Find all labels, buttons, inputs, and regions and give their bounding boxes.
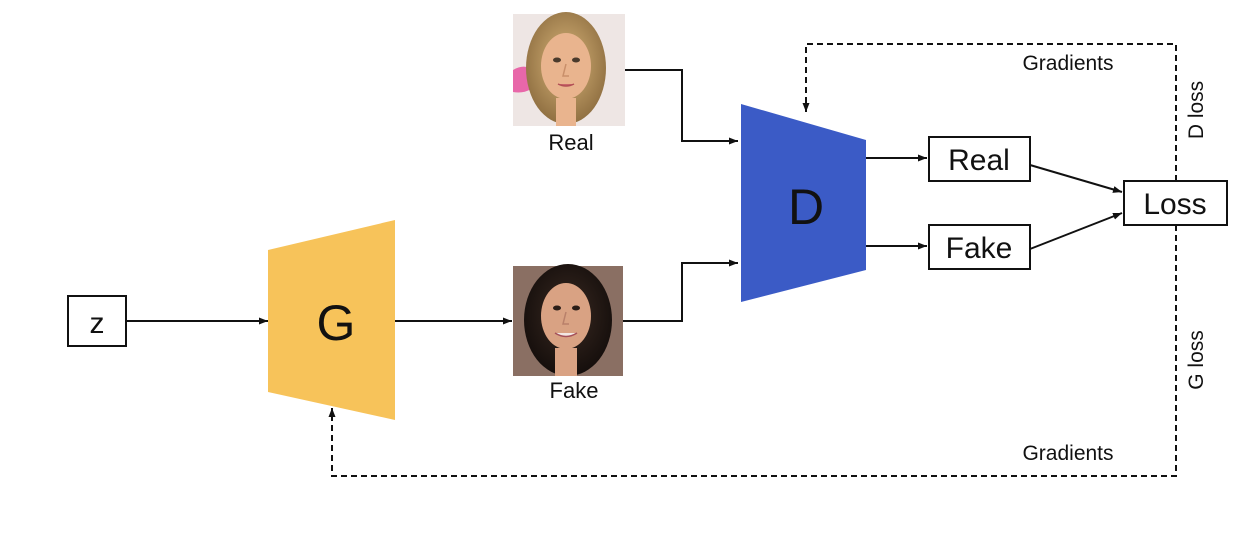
real-output-label: Real	[948, 144, 1010, 177]
fake-output-label: Fake	[946, 232, 1013, 265]
loss-label: Loss	[1143, 188, 1206, 221]
generator-label: G	[317, 295, 356, 351]
d-loss-label: D loss	[1185, 81, 1208, 139]
d-gradient-path	[802, 43, 1177, 181]
loss-box: Loss	[1123, 180, 1228, 226]
fake-image	[513, 264, 623, 376]
real-image-caption: Real	[548, 130, 593, 155]
z-label: z	[90, 307, 105, 340]
g-loss-label: G loss	[1185, 330, 1208, 390]
real-output-box: Real	[928, 136, 1031, 182]
fake-output-box: Fake	[928, 224, 1031, 270]
arrow-real-output-to-loss	[1029, 164, 1123, 193]
generator-block: G	[268, 220, 395, 420]
generator-shape	[268, 220, 395, 420]
real-image	[513, 12, 625, 126]
arrow-real-image-to-discriminator	[625, 69, 738, 145]
arrow-fake-output-to-loss	[1029, 212, 1123, 250]
z-input-box: z	[67, 295, 127, 347]
fake-image-caption: Fake	[550, 378, 599, 403]
g-gradients-label: Gradients	[1022, 442, 1113, 465]
d-gradients-label: Gradients	[1022, 52, 1113, 75]
g-gradient-path	[328, 225, 1177, 477]
discriminator-block: D	[741, 104, 866, 302]
arrow-fake-image-to-discriminator	[623, 259, 738, 322]
discriminator-label: D	[788, 179, 824, 235]
discriminator-shape	[741, 104, 866, 302]
